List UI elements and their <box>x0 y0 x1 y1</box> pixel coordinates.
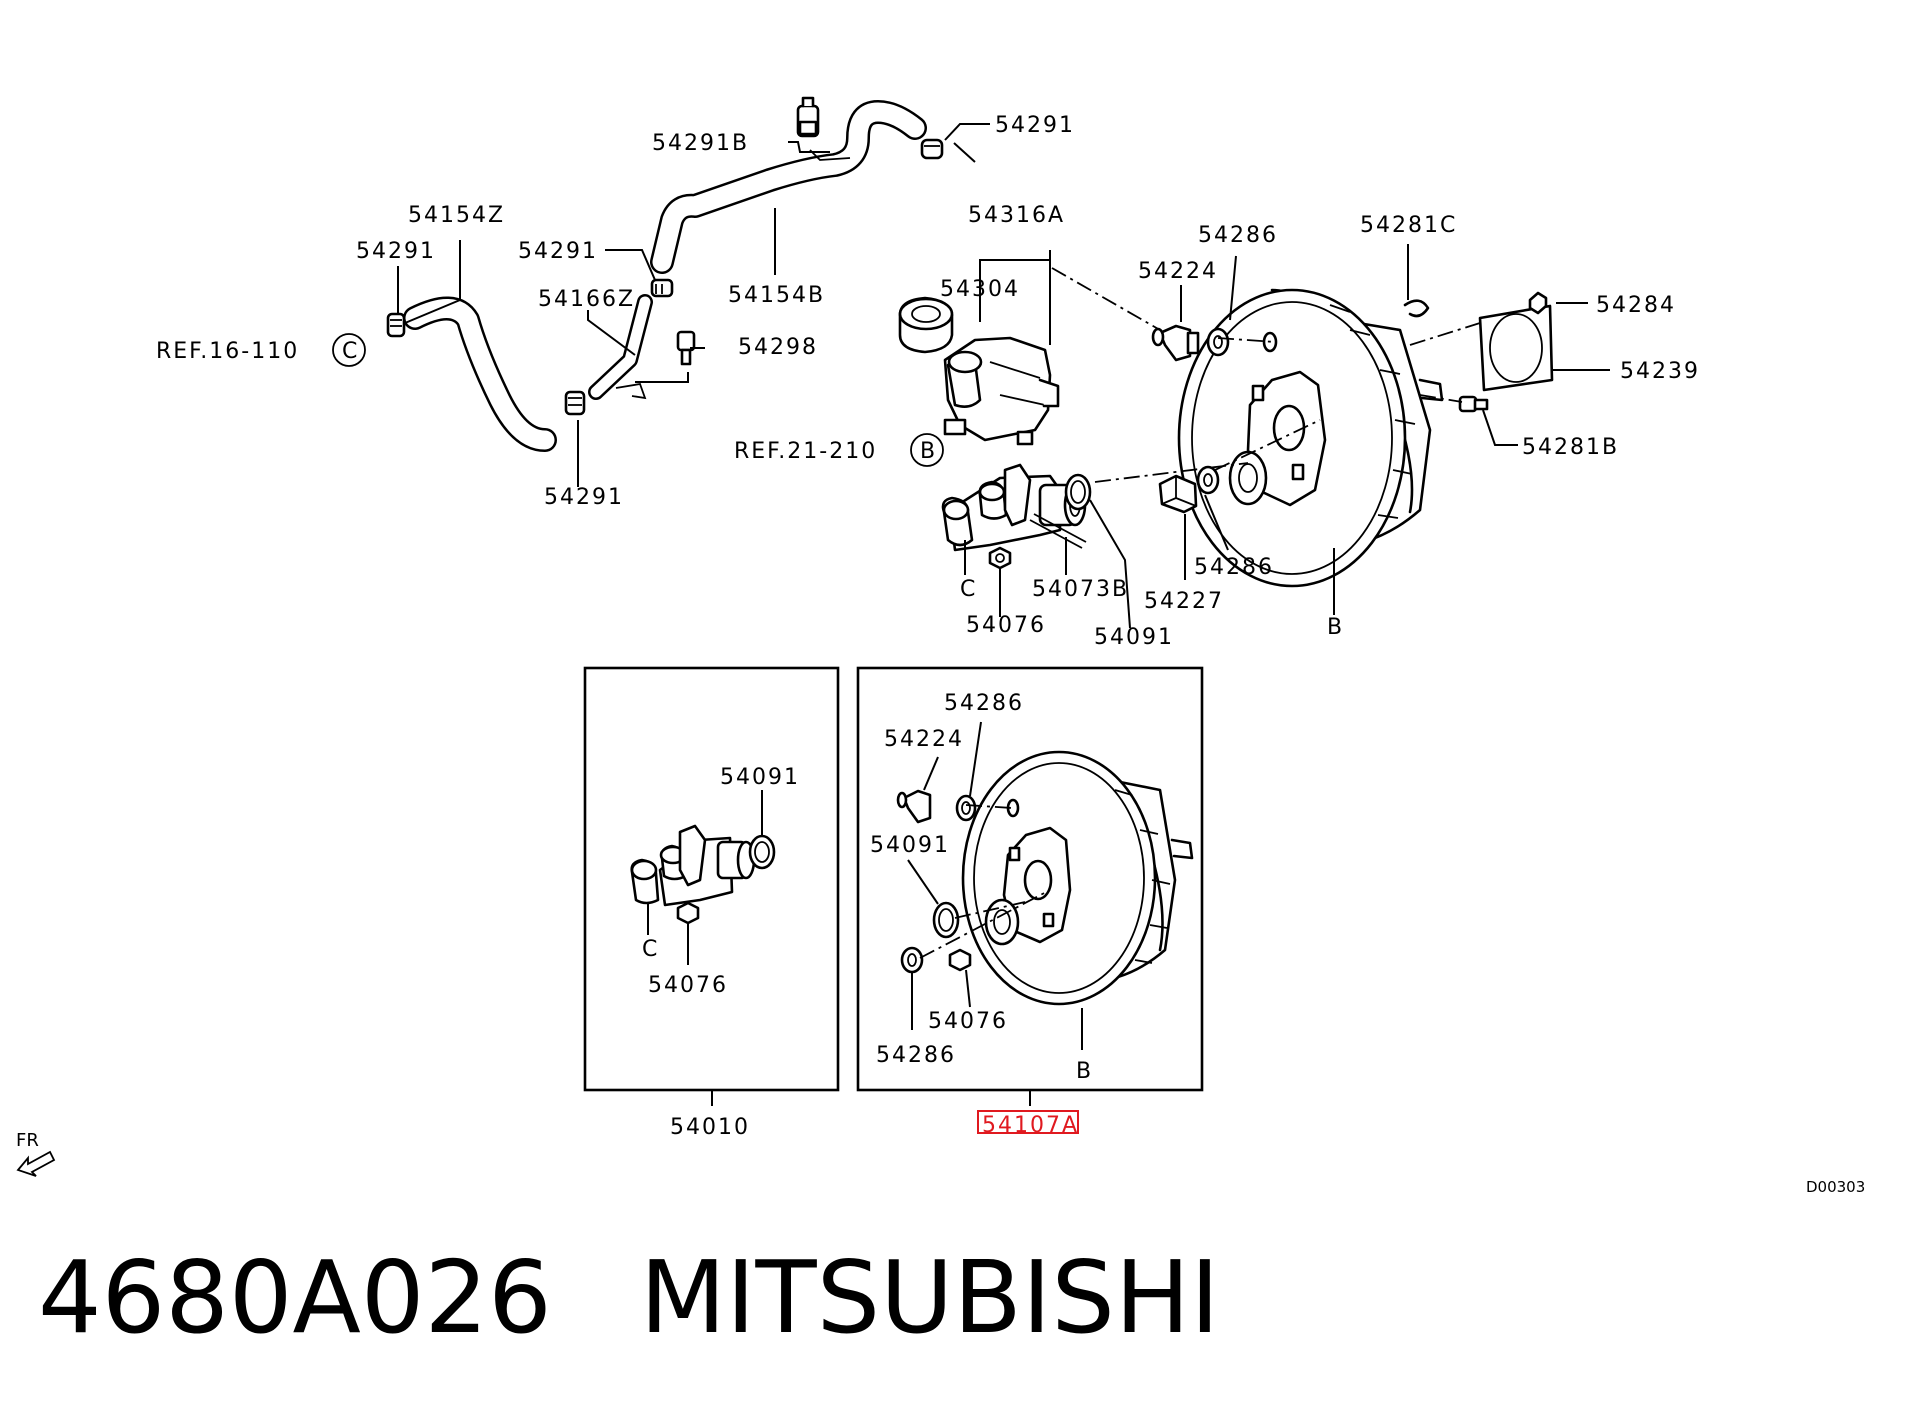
leader-lines-box2 <box>907 721 1083 1106</box>
callout-labels: 54291B 54291 54316A 54154Z 54291 54291 5… <box>16 113 1865 1196</box>
label-54281B: 54281B <box>1522 435 1619 460</box>
label-54076-top: 54076 <box>966 613 1046 638</box>
brand-name: MITSUBISHI <box>639 1239 1220 1356</box>
label-C-box1: C <box>642 937 659 962</box>
reservoir-cap-54304 <box>898 296 954 354</box>
label-ref-C: C <box>342 339 357 364</box>
label-54291-left: 54291 <box>356 239 436 264</box>
label-54291-bottom: 54291 <box>544 485 624 510</box>
align-line-3 <box>1214 419 1321 471</box>
label-54304: 54304 <box>940 277 1020 302</box>
label-54286-top: 54286 <box>1198 223 1278 248</box>
label-54091-box2: 54091 <box>870 833 950 858</box>
brake-booster-main <box>1177 288 1444 588</box>
connector-54291B <box>796 96 820 138</box>
label-C-top: C <box>960 577 977 602</box>
label-54227: 54227 <box>1144 589 1224 614</box>
label-54224-box2: 54224 <box>884 727 964 752</box>
label-FR: FR <box>16 1130 39 1151</box>
label-B-top: B <box>1327 615 1344 640</box>
ref-circle-B <box>910 433 944 467</box>
label-54286-box2-bottom: 54286 <box>876 1043 956 1068</box>
label-54239: 54239 <box>1620 359 1700 384</box>
label-B-box2: B <box>1076 1059 1093 1084</box>
label-ref-B: B <box>920 439 935 464</box>
check-valve-54298 <box>676 330 696 366</box>
washer-54286-mid <box>1196 465 1220 495</box>
nut-54076-top <box>988 546 1012 570</box>
clip-54281C <box>1403 299 1430 318</box>
label-54316A: 54316A <box>968 203 1065 228</box>
label-54291-mid: 54291 <box>518 239 598 264</box>
label-54224-top: 54224 <box>1138 259 1218 284</box>
label-54010: 54010 <box>670 1115 750 1140</box>
clamp-54291-bottom <box>564 390 586 416</box>
bolt-54281B <box>1458 395 1489 413</box>
master-cylinder <box>941 463 1087 552</box>
washer-54286-top <box>1206 327 1230 357</box>
bolt-54073B <box>1029 513 1087 549</box>
leader-lines-top <box>397 123 1610 629</box>
pin-54224-top <box>1151 324 1200 362</box>
reservoir-54316A <box>943 336 1060 446</box>
align-line-1 <box>1051 267 1161 331</box>
label-drawing-code: D00303 <box>1806 1178 1865 1196</box>
label-54107A: 54107A <box>982 1113 1079 1138</box>
label-54091-box1: 54091 <box>720 765 800 790</box>
label-54286-box2-top: 54286 <box>944 691 1024 716</box>
label-54284: 54284 <box>1596 293 1676 318</box>
clamp-54291-mid <box>650 278 674 298</box>
label-54073B: 54073B <box>1032 577 1129 602</box>
front-arrow-icon <box>16 1150 56 1177</box>
label-54154Z: 54154Z <box>408 203 505 228</box>
master-cylinder-kit <box>630 824 776 925</box>
highlight-box-54107A <box>977 1110 1079 1134</box>
brake-booster-kit <box>896 750 1194 1006</box>
label-ref-21-210: REF.21-210 <box>734 439 877 464</box>
align-line-4 <box>1217 337 1276 343</box>
label-ref-16-110: REF.16-110 <box>156 339 299 364</box>
label-54166Z: 54166Z <box>538 287 635 312</box>
label-54291-top: 54291 <box>995 113 1075 138</box>
label-54076-box1: 54076 <box>648 973 728 998</box>
ref-circle-C <box>332 333 366 367</box>
vacuum-hose-54154Z <box>403 296 557 452</box>
part-number: 4680A026 <box>38 1239 552 1356</box>
label-54281C: 54281C <box>1360 213 1457 238</box>
label-54298: 54298 <box>738 335 818 360</box>
label-54154B: 54154B <box>728 283 825 308</box>
clamp-54291-top <box>920 138 944 160</box>
clamp-54291-left <box>386 312 406 338</box>
label-54291B: 54291B <box>652 131 749 156</box>
label-54091-top: 54091 <box>1094 625 1174 650</box>
label-54286-mid: 54286 <box>1194 555 1274 580</box>
nut-54284 <box>1528 291 1548 315</box>
vacuum-hose-54154B <box>650 100 927 274</box>
oring-54091-top <box>1064 473 1092 511</box>
leader-lines-box1 <box>647 790 763 1106</box>
align-line-5 <box>1409 322 1481 346</box>
sensor-54227 <box>1158 474 1198 514</box>
vacuum-hose-54166Z <box>588 294 653 400</box>
label-54076-box2: 54076 <box>928 1009 1008 1034</box>
align-line-6 <box>1419 394 1463 403</box>
gasket-54239 <box>1478 304 1554 392</box>
